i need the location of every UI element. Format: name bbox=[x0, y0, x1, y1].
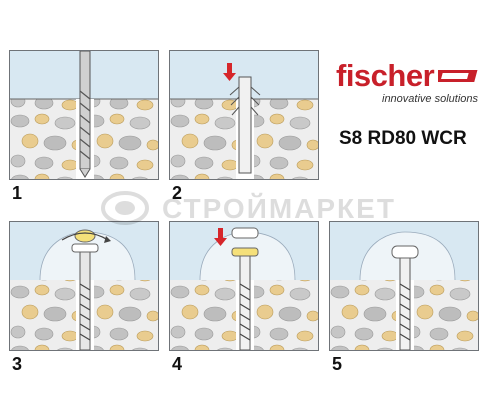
step-number-2: 2 bbox=[172, 183, 183, 203]
finished-cap-icon bbox=[330, 222, 478, 350]
brand-logo-text: fischer bbox=[336, 58, 435, 93]
screw-rotate-icon bbox=[10, 222, 158, 350]
cap-press-arrow-icon bbox=[170, 222, 318, 350]
step-1-panel bbox=[9, 50, 159, 180]
drill-bit-icon bbox=[10, 51, 158, 179]
down-arrow-icon bbox=[214, 228, 227, 246]
step-4-panel bbox=[169, 221, 319, 351]
step-2-panel bbox=[169, 50, 319, 180]
step-number-4: 4 bbox=[172, 354, 183, 374]
insert-plug-arrow-icon bbox=[170, 51, 318, 179]
down-arrow-icon bbox=[223, 63, 236, 81]
step-5-panel bbox=[329, 221, 479, 351]
fischer-badge-icon bbox=[438, 70, 478, 82]
product-code: S8 RD80 WCR bbox=[339, 128, 467, 149]
step-number-3: 3 bbox=[12, 354, 23, 374]
step-number-5: 5 bbox=[332, 354, 343, 374]
brand-tagline: innovative solutions bbox=[382, 93, 479, 105]
step-number-1: 1 bbox=[12, 183, 23, 203]
step-3-panel bbox=[9, 221, 159, 351]
